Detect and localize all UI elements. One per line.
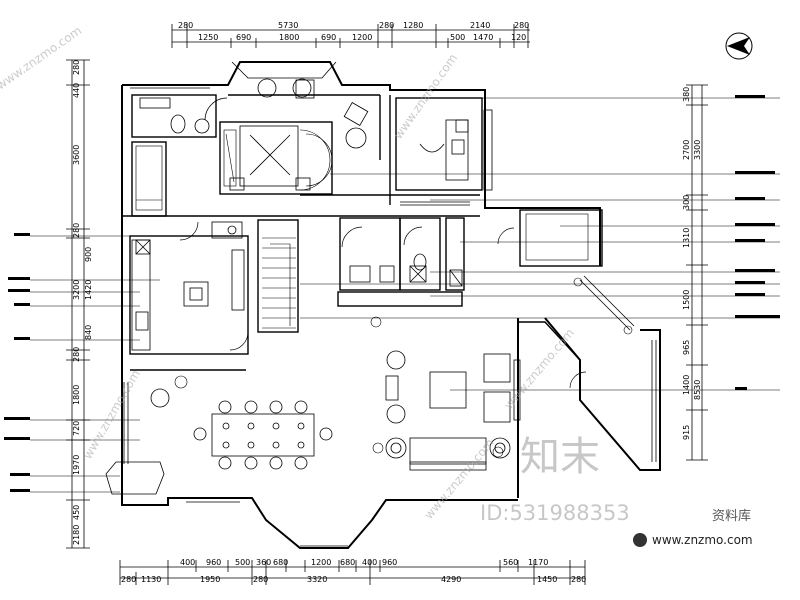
bottom-dim-12: 280 bbox=[121, 575, 136, 584]
top-dim-14: 120 bbox=[511, 33, 526, 42]
bottom-dim-7: 680 bbox=[340, 558, 355, 567]
left-dim-5: 900 bbox=[84, 247, 93, 262]
bottom-dim-15: 280 bbox=[253, 575, 268, 584]
bottom-dim-16: 3320 bbox=[307, 575, 327, 584]
watermark-diagonal-2: www.znzmo.com bbox=[391, 51, 460, 141]
right-dim-1: 380 bbox=[682, 87, 691, 102]
top-dim-7: 1250 bbox=[198, 33, 218, 42]
sofa-set-icon bbox=[385, 350, 521, 471]
top-dim-4: 1280 bbox=[403, 21, 423, 30]
top-dim-10: 690 bbox=[321, 33, 336, 42]
bottom-dim-10: 560 bbox=[503, 558, 518, 567]
study-desk-icon bbox=[419, 109, 493, 191]
armchair-icon bbox=[257, 78, 369, 149]
watermark-side-text: 资料库 bbox=[712, 508, 751, 524]
top-dim-6: 280 bbox=[514, 21, 529, 30]
bottom-dim-9: 960 bbox=[382, 558, 397, 567]
bottom-dim-3: 500 bbox=[235, 558, 250, 567]
left-dim-4: 280 bbox=[72, 223, 81, 238]
top-dim-13: 1470 bbox=[473, 33, 493, 42]
left-dim-13: 450 bbox=[72, 505, 81, 520]
bathroom-fixtures-icon bbox=[139, 97, 463, 287]
bottom-dim-19: 280 bbox=[571, 575, 586, 584]
dining-table-icon bbox=[193, 400, 333, 470]
closet-icon bbox=[135, 129, 237, 211]
left-dim-10: 1800 bbox=[72, 385, 81, 405]
kitchen-counter-icon bbox=[131, 221, 245, 351]
bottom-dim-6: 1200 bbox=[311, 558, 331, 567]
bay-window-seat-icon bbox=[105, 461, 165, 495]
top-dim-2: 5730 bbox=[278, 21, 298, 30]
left-dim-2: 440 bbox=[72, 83, 81, 98]
bottom-dimension-labels: 400 960 500 360 680 1200 680 400 960 560… bbox=[121, 558, 586, 584]
watermark-brand-logo: 知末 bbox=[520, 434, 600, 480]
top-dimension-lines bbox=[171, 24, 530, 48]
bottom-dim-5: 680 bbox=[273, 558, 288, 567]
right-dim-2: 2700 bbox=[682, 140, 691, 160]
interior-walls bbox=[122, 94, 603, 371]
balcony-fixtures-icon bbox=[525, 213, 633, 335]
bottom-dim-14: 1950 bbox=[200, 575, 220, 584]
annotation-text-marks bbox=[4, 95, 780, 492]
watermark-url-badge: www.znzmo.com bbox=[622, 530, 774, 550]
left-dim-7: 1420 bbox=[84, 280, 93, 300]
master-bed-icon bbox=[229, 125, 311, 191]
right-dim-5: 1310 bbox=[682, 228, 691, 248]
bedroom-rug-icon bbox=[299, 129, 333, 191]
right-dim-10: 915 bbox=[682, 425, 691, 440]
left-dim-14: 2180 bbox=[72, 525, 81, 545]
watermark-id: ID:531988353 bbox=[480, 501, 630, 525]
watermark-diagonal-3: www.znzmo.com bbox=[80, 367, 142, 461]
right-dim-3: 3300 bbox=[693, 140, 702, 160]
staircase-icon bbox=[262, 237, 296, 329]
bottom-dim-2: 960 bbox=[206, 558, 221, 567]
window-marks bbox=[123, 61, 657, 547]
left-dim-12: 1970 bbox=[72, 455, 81, 475]
right-dim-4: 300 bbox=[682, 195, 691, 210]
watermark-diagonal-5: www.znzmo.com bbox=[502, 326, 577, 412]
right-dimension-lines bbox=[686, 84, 708, 461]
right-dim-7: 965 bbox=[682, 340, 691, 355]
left-dim-3: 3600 bbox=[72, 145, 81, 165]
bottom-dim-13: 1130 bbox=[141, 575, 161, 584]
north-arrow-icon bbox=[725, 32, 753, 60]
left-dim-9: 280 bbox=[72, 347, 81, 362]
bottom-dim-4: 360 bbox=[256, 558, 271, 567]
bottom-dim-18: 1450 bbox=[537, 575, 557, 584]
top-dim-11: 1200 bbox=[352, 33, 372, 42]
watermark-diagonal-1: www.znzmo.com bbox=[0, 23, 84, 92]
left-dim-1: 280 bbox=[72, 60, 81, 75]
bottom-dim-1: 400 bbox=[180, 558, 195, 567]
top-dimension-labels: 280 5730 280 1280 2140 280 1250 690 1800… bbox=[178, 21, 529, 42]
top-dim-5: 2140 bbox=[470, 21, 490, 30]
left-dim-6: 3200 bbox=[72, 280, 81, 300]
top-dim-3: 280 bbox=[379, 21, 394, 30]
left-dim-8: 840 bbox=[84, 325, 93, 340]
top-dim-9: 1800 bbox=[279, 33, 299, 42]
top-dim-1: 280 bbox=[178, 21, 193, 30]
right-dim-6: 1500 bbox=[682, 290, 691, 310]
left-dim-11: 720 bbox=[72, 421, 81, 436]
bottom-dim-11: 1170 bbox=[528, 558, 548, 567]
top-dim-8: 690 bbox=[236, 33, 251, 42]
lounge-chair-icon bbox=[150, 388, 170, 408]
door-swings bbox=[179, 97, 587, 389]
bottom-dim-17: 4290 bbox=[441, 575, 461, 584]
top-dim-12: 500 bbox=[450, 33, 465, 42]
watermark-url: www.znzmo.com bbox=[652, 533, 753, 547]
left-dimension-labels: 280 440 3600 280 900 3200 1420 840 280 1… bbox=[72, 60, 93, 545]
annotation-leader-lines bbox=[30, 97, 780, 493]
bottom-dimension-lines bbox=[119, 560, 586, 585]
bottom-dim-8: 400 bbox=[362, 558, 377, 567]
right-dim-8: 1400 bbox=[682, 375, 691, 395]
plant-icon bbox=[174, 316, 504, 458]
